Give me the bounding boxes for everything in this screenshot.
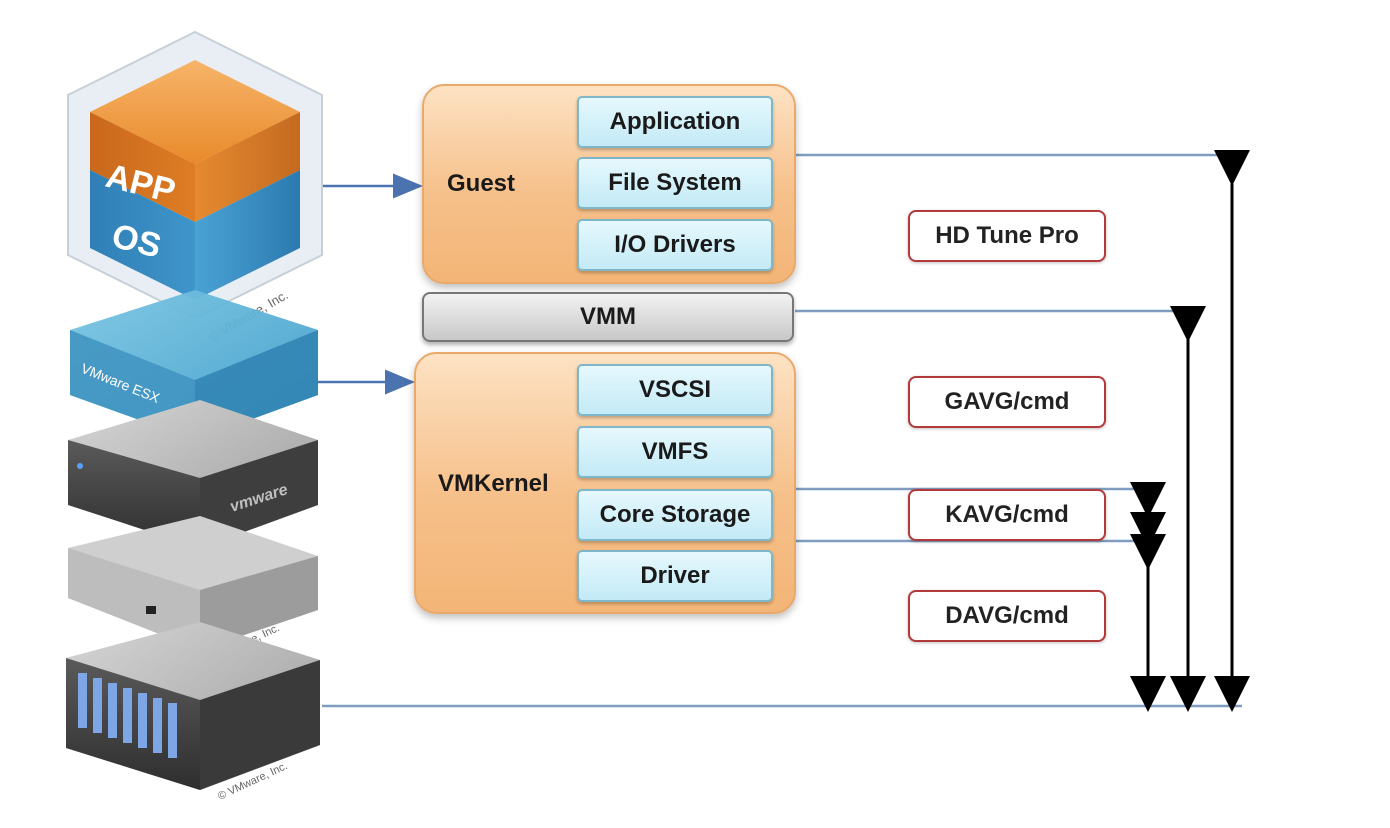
- vmm-bar: VMM: [422, 292, 794, 342]
- guest-layer-io-drivers: I/O Drivers: [577, 219, 773, 271]
- metric-davg: DAVG/cmd: [908, 590, 1106, 642]
- vmkernel-layer-driver: Driver: [577, 550, 773, 602]
- guest-label: Guest: [447, 170, 516, 197]
- vmkernel-layer-vscsi: VSCSI: [577, 364, 773, 416]
- metric-hd-tune-pro: HD Tune Pro: [908, 210, 1106, 262]
- vmware-server-icon: [68, 400, 318, 548]
- metric-gavg: GAVG/cmd: [908, 376, 1106, 428]
- vmkernel-layer-core-storage: Core Storage: [577, 489, 773, 541]
- storage-array-icon: [66, 622, 320, 790]
- silver-server-icon: [68, 516, 318, 650]
- guest-layer-application: Application: [577, 96, 773, 148]
- vmkernel-label: VMKernel: [438, 470, 549, 497]
- vm-cube-icon: [67, 30, 323, 320]
- metric-kavg: KAVG/cmd: [908, 489, 1106, 541]
- guest-layer-file-system: File System: [577, 157, 773, 209]
- vmkernel-layer-vmfs: VMFS: [577, 426, 773, 478]
